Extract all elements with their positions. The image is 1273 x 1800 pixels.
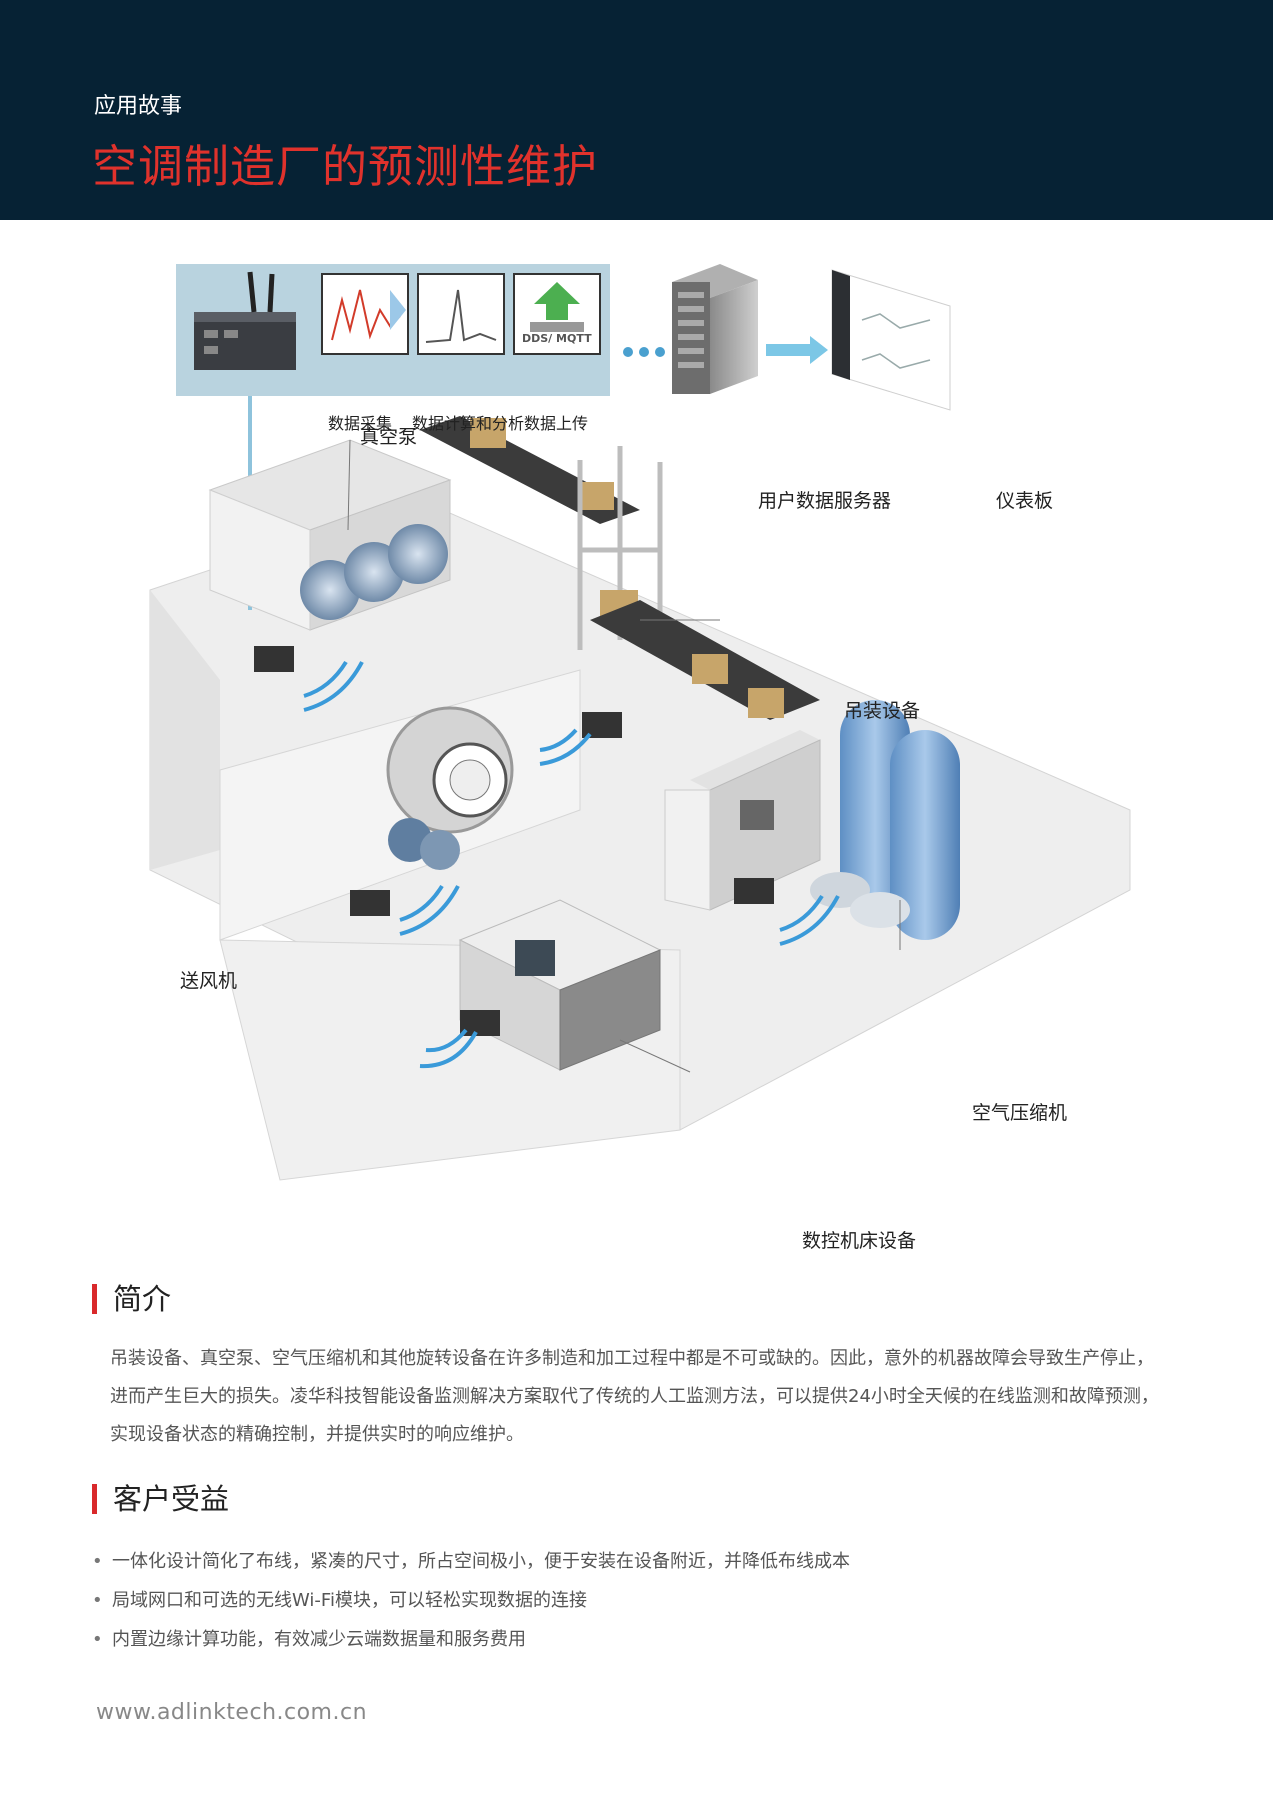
intro-paragraph: 吊装设备、真空泵、空气压缩机和其他旋转设备在许多制造和加工过程中都是不可或缺的。… (110, 1348, 1159, 1445)
benefits-list: 一体化设计简化了布线，紧凑的尺寸，所占空间极小，便于安装在设备附近，并降低布线成… (92, 1542, 850, 1659)
label-user-server: 用户数据服务器 (758, 490, 892, 512)
arrow-icon (766, 336, 828, 364)
factory-illustration: 数据采集 数据计算和分析 数据上传 DDS/ MQTT 真空泵 用户数据服务器 … (120, 250, 1180, 1280)
control-cabinet (664, 730, 821, 911)
cnc-machine (458, 899, 662, 1071)
caption-data-analysis: 数据计算和分析 (412, 414, 525, 433)
vacuum-pump-station (208, 439, 452, 631)
wifi-sensor-hoist (539, 712, 622, 766)
blower-machine (386, 706, 514, 870)
factory-diagram (149, 264, 1131, 1181)
connection-dot (623, 347, 633, 357)
dds-mqtt-badge: DDS/ MQTT (522, 332, 592, 345)
label-vacuum-pump: 真空泵 (360, 426, 418, 448)
label-air-compressor: 空气压缩机 (972, 1102, 1068, 1124)
conveyor-lower (590, 600, 820, 720)
section-kicker: 应用故事 (94, 94, 183, 119)
page-header: 应用故事 空调制造厂的预测性维护 (0, 0, 1273, 220)
data-analysis-chart (417, 273, 505, 355)
wifi-sensor-compressor (734, 878, 840, 946)
label-hoist: 吊装设备 (844, 700, 921, 722)
data-acquisition-chart (321, 273, 409, 355)
edge-gateway-device (194, 271, 296, 370)
label-dashboard: 仪表板 (996, 490, 1054, 512)
conveyor-upper (420, 416, 640, 524)
footer-url[interactable]: www.adlinktech.com.cn (96, 1700, 368, 1725)
server-rack (672, 264, 758, 394)
label-cnc: 数控机床设备 (802, 1230, 917, 1252)
label-blower: 送风机 (180, 970, 238, 992)
list-item: 一体化设计简化了布线，紧凑的尺寸，所占空间极小，便于安装在设备附近，并降低布线成… (92, 1542, 850, 1581)
wifi-sensor-blower (350, 884, 460, 936)
list-item: 局域网口和可选的无线Wi-Fi模块，可以轻松实现数据的连接 (92, 1581, 850, 1620)
caption-data-acquisition: 数据采集 (328, 414, 393, 433)
list-item: 内置边缘计算功能，有效减少云端数据量和服务费用 (92, 1620, 850, 1659)
page-title: 空调制造厂的预测性维护 (92, 140, 599, 193)
connection-dot (655, 347, 665, 357)
wifi-sensor-cnc (419, 1010, 500, 1069)
air-compressor-tanks (810, 700, 960, 940)
intro-heading: 简介 (92, 1284, 171, 1314)
wifi-sensor-vacuum (254, 646, 364, 712)
dashboard-screen (831, 269, 951, 411)
benefits-heading: 客户受益 (92, 1484, 229, 1514)
caption-data-upload: 数据上传 (524, 414, 589, 433)
connection-dot (639, 347, 649, 357)
data-upload-icon (513, 273, 601, 355)
